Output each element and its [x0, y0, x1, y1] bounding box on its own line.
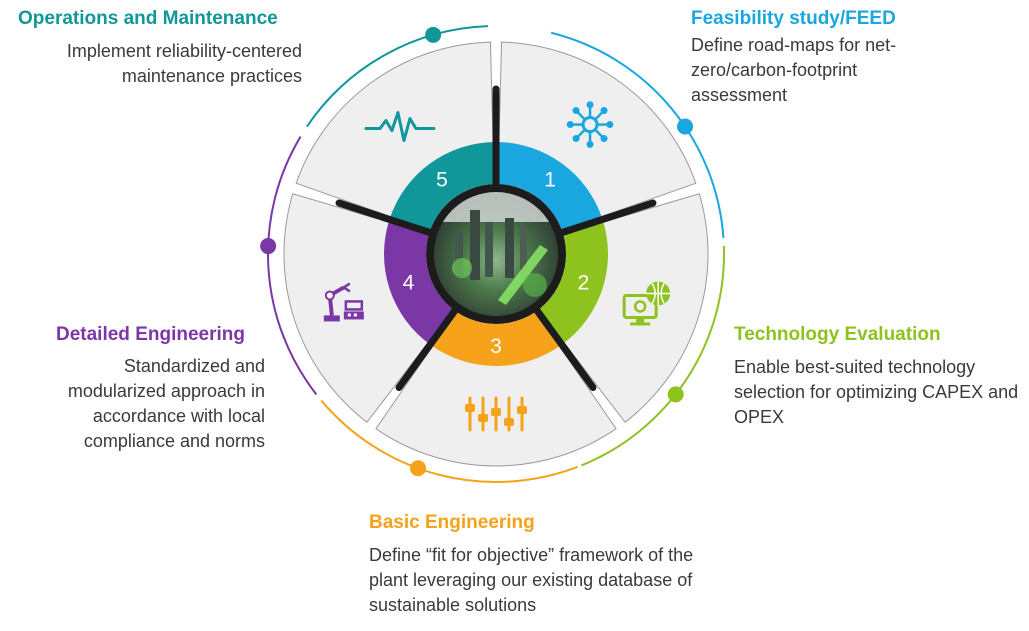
stage-5-description: Implement reliability-centered maintenan…	[66, 41, 302, 86]
network-hub-icon	[566, 101, 614, 148]
stage-3-outer-arc	[320, 399, 579, 483]
stage-2-description: Enable best-suited technology selection …	[734, 357, 1019, 427]
stage-1-ring	[496, 142, 603, 233]
stage-1-outer-arc	[550, 31, 725, 239]
spoke-2	[557, 199, 657, 237]
stage-3-number: 3	[490, 335, 502, 358]
spoke-5	[335, 199, 435, 237]
pulse-wave-icon	[364, 111, 436, 143]
stage-2-ring	[537, 219, 608, 345]
stage-5-ring	[389, 142, 496, 233]
stage-1-number: 1	[544, 169, 556, 192]
stage-2-dot	[667, 386, 684, 403]
stage-5-number: 5	[436, 169, 448, 192]
stage-2-title: Technology Evaluation	[734, 324, 941, 345]
stage-4-ring	[383, 219, 455, 345]
stage-4-number: 4	[403, 271, 415, 294]
stage-4-description: Standardized and modularized approach in…	[67, 356, 265, 451]
stage-2-number: 2	[578, 271, 590, 294]
center-hub	[426, 184, 566, 324]
stage-1-title: Feasibility study/FEED	[691, 8, 896, 29]
inner-rings	[383, 142, 608, 366]
stage-numbers: 1 2 3 4 5	[403, 169, 590, 358]
robotic-arm-icon	[323, 282, 364, 322]
stage-3-dot	[410, 460, 427, 477]
stage-3-ring	[430, 310, 562, 366]
stage-5-title: Operations and Maintenance	[18, 8, 278, 29]
stage-icons	[323, 101, 671, 432]
spokes	[335, 85, 657, 391]
spoke-4	[395, 305, 460, 391]
stage-3-title: Basic Engineering	[369, 512, 535, 533]
spoke-3	[532, 305, 597, 391]
stage-1-description: Define road-maps for net-zero/carbon-foo…	[691, 35, 897, 105]
stage-2-outer-arc	[581, 246, 725, 467]
stage-1-dot	[677, 118, 694, 135]
stage-3-description: Define “fit for objective” framework of …	[369, 545, 694, 615]
monitor-globe-gear-icon	[622, 281, 671, 326]
stage-4-outer-arc	[267, 136, 318, 395]
stage-5-dot	[425, 26, 442, 43]
stage-4-title: Detailed Engineering	[56, 324, 245, 345]
slider-controls-icon	[465, 396, 527, 432]
stage-4-dot	[260, 238, 277, 255]
outer-arcs	[260, 25, 725, 483]
stage-5-outer-arc	[306, 25, 489, 128]
